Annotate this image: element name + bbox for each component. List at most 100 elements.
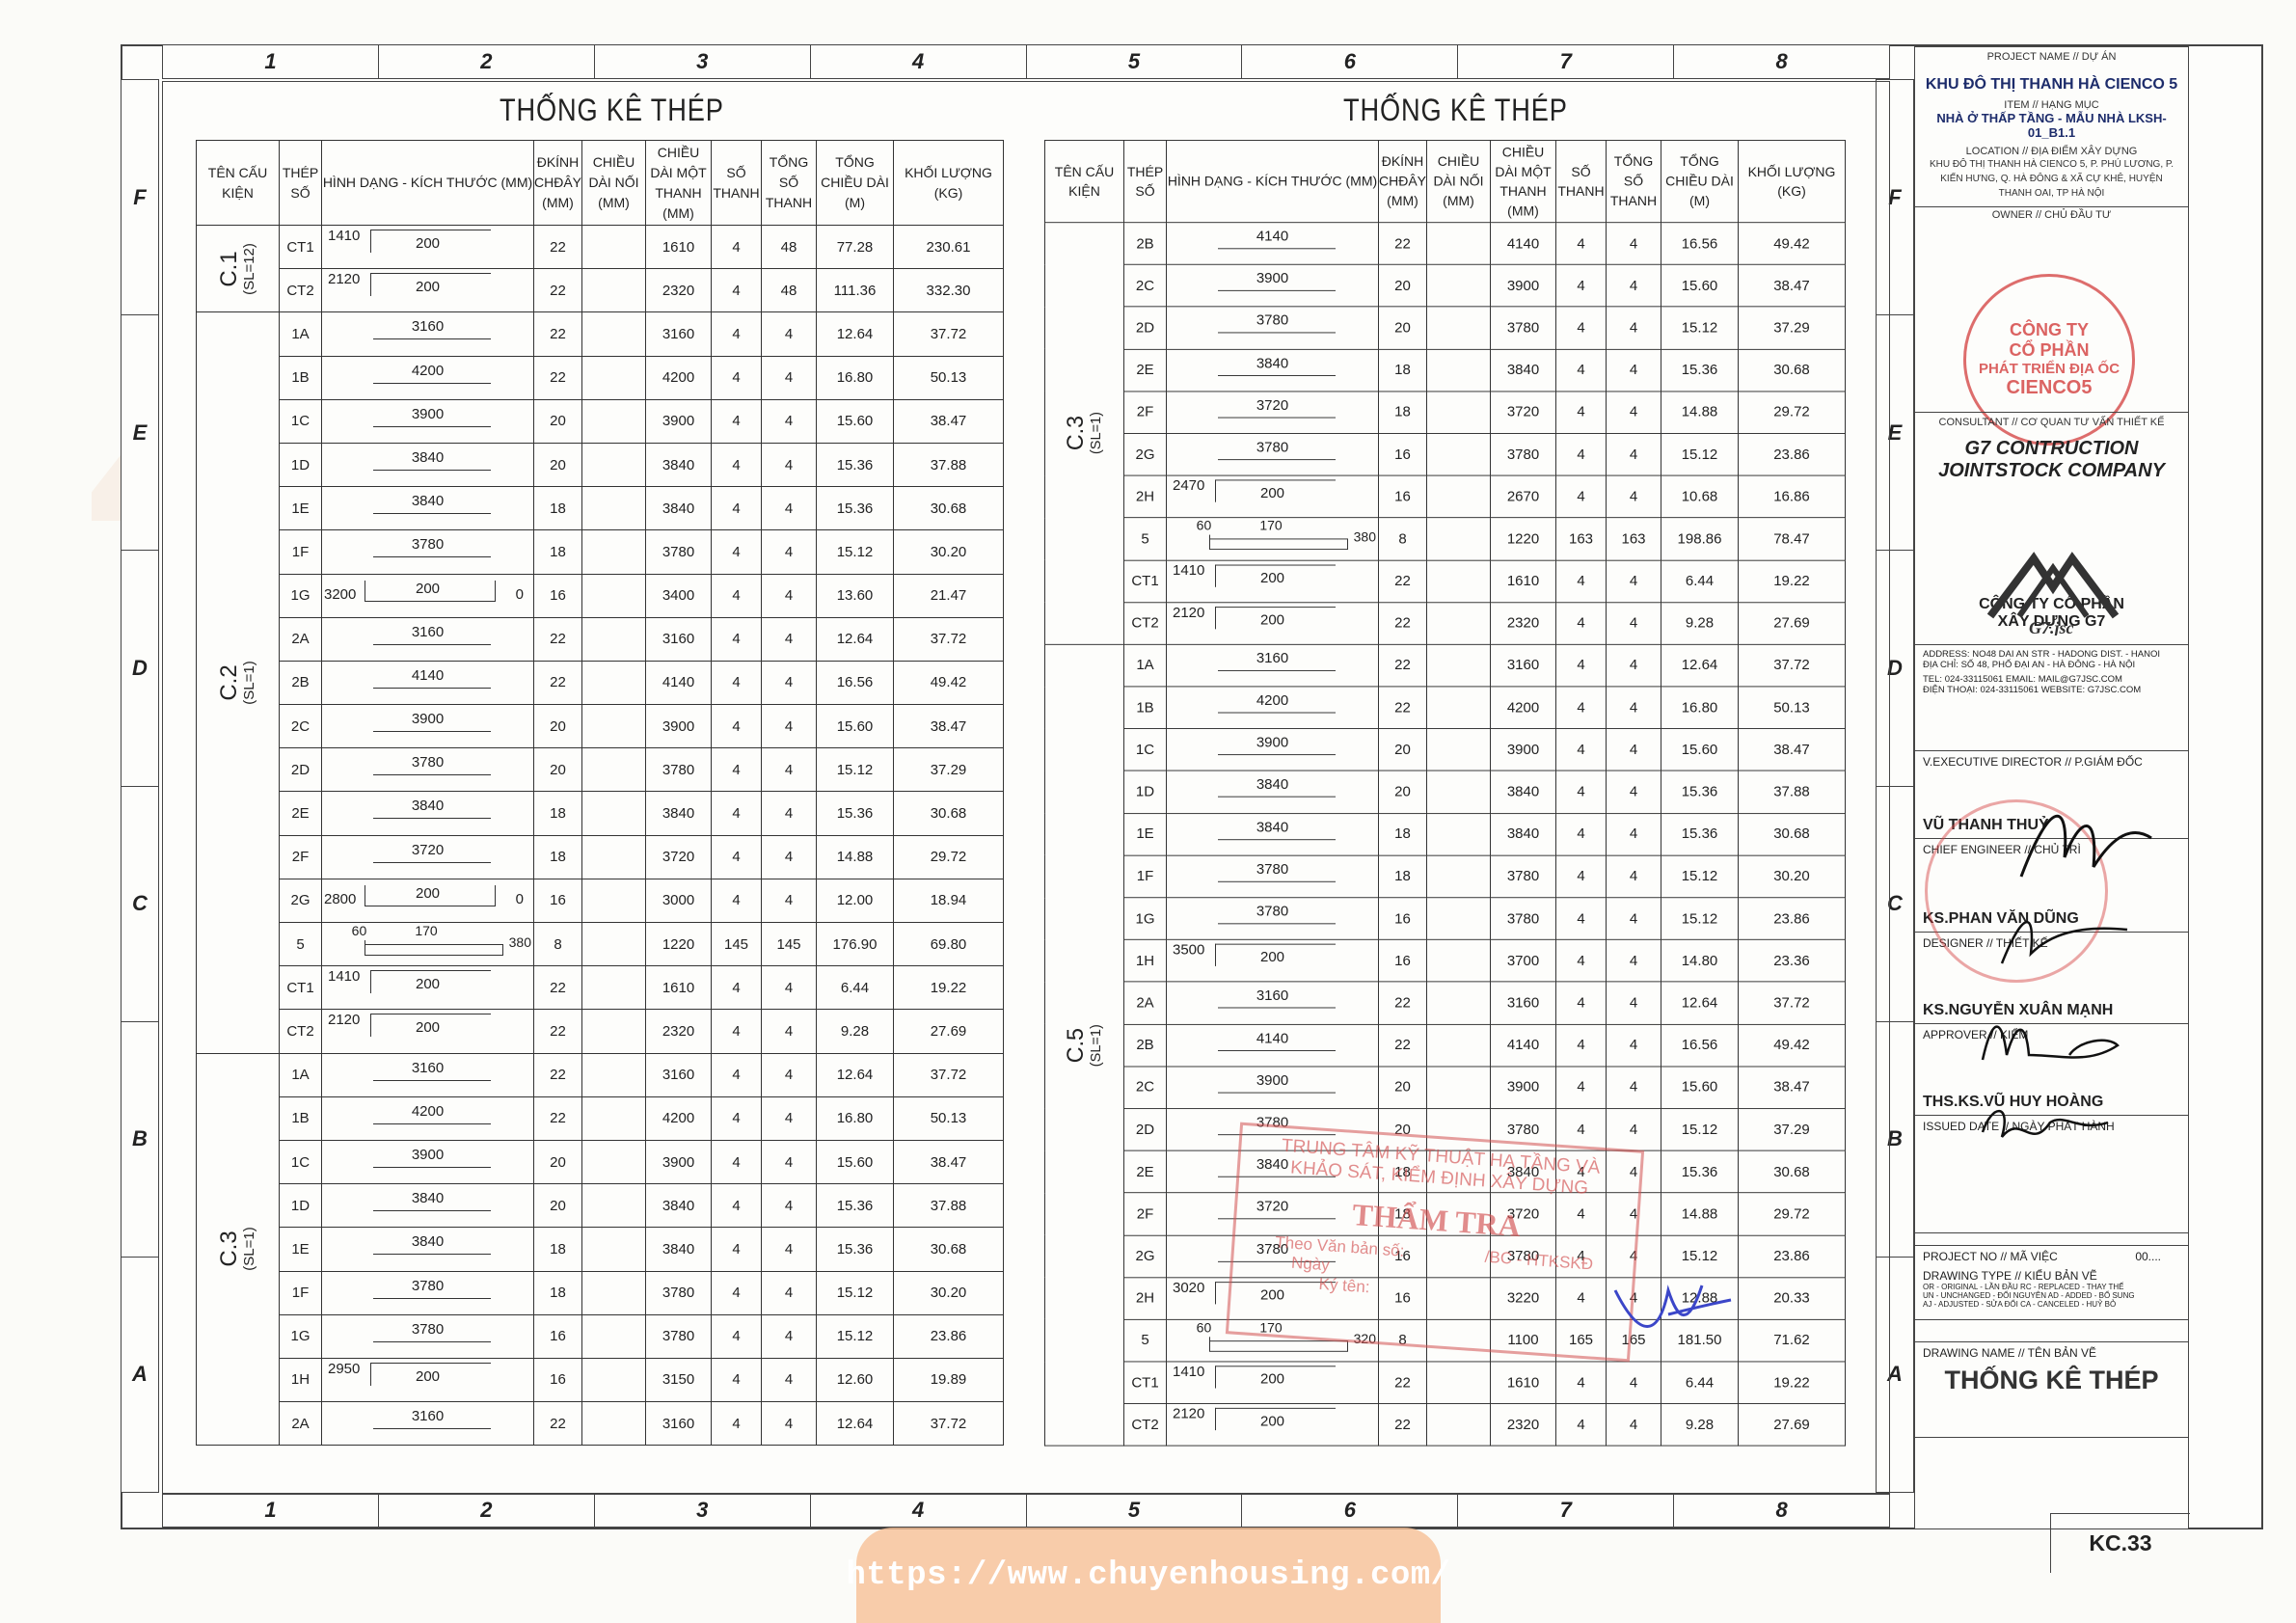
bar-weight: 23.86	[1738, 1234, 1846, 1278]
bar-join-length	[581, 311, 646, 357]
bar-number: CT1	[279, 965, 322, 1011]
grid-row-label: C	[122, 787, 158, 1022]
element-quantity: (SL=12)	[240, 242, 257, 295]
projno-section: PROJECT NO // MÃ VIỆC 00.... DRAWING TYP…	[1915, 1245, 2188, 1320]
bar-line	[372, 513, 492, 515]
bar-count: 4	[1555, 1192, 1607, 1236]
bar-total-count: 4	[761, 486, 817, 531]
stirrup-width-label: 170	[1259, 1319, 1283, 1336]
bar-join-length	[1426, 981, 1491, 1025]
website-url[interactable]: https://www.chuyenhousing.com/	[846, 1557, 1451, 1594]
bar-total-length: 16.80	[1661, 686, 1739, 730]
bar-line	[372, 425, 492, 427]
bar-shape-cell: 3900	[1166, 728, 1379, 771]
bar-total-length: 6.44	[816, 965, 894, 1011]
shape-leg-label: 1410	[1173, 562, 1205, 579]
bar-length: 3840	[645, 1227, 712, 1272]
bar-total-length: 15.12	[816, 1313, 894, 1359]
bar-length: 3720	[1490, 1192, 1556, 1236]
bar-join-length	[581, 224, 646, 270]
element-quantity: (SL=1)	[240, 661, 257, 705]
approver-signature	[1981, 1109, 2109, 1138]
item-name: NHÀ Ở THẤP TẦNG - MẪU NHÀ LKSH-01_B1.1	[1936, 111, 2167, 140]
bar-shape-diagram: 3840	[323, 444, 533, 485]
column-header: THÉP SỐ	[1123, 139, 1167, 224]
column-header: TÊN CẤU KIỆN	[196, 140, 280, 226]
website-banner[interactable]: https://www.chuyenhousing.com/	[846, 1528, 1450, 1623]
column-header: TỔNG SỐ THANH	[761, 140, 817, 226]
shape-length-label: 3160	[411, 1059, 445, 1076]
bar-shape-cell: 3160	[1166, 643, 1379, 688]
bar-u-shape	[364, 884, 496, 906]
bar-weight: 19.22	[1738, 559, 1846, 603]
bar-diameter: 16	[533, 878, 582, 924]
bar-length: 3840	[645, 486, 712, 531]
bar-join-length	[581, 660, 646, 706]
bar-number: 1B	[279, 355, 322, 400]
drawtype-line: AJ - ADJUSTED - SỬA ĐỔI CA - CANCELED - …	[1923, 1300, 2117, 1309]
bar-total-count: 4	[761, 878, 817, 924]
bar-total-count: 4	[761, 355, 817, 400]
owner-stamp-line: CÔNG TY	[2009, 320, 2089, 339]
bar-diameter: 22	[533, 616, 582, 662]
bar-hook	[1215, 1408, 1217, 1431]
column-header: CHIỀU DÀI MỘT THANH (MM)	[1490, 139, 1556, 224]
bar-total-length: 6.44	[1661, 1361, 1739, 1405]
bar-shape-diagram: 3160	[323, 313, 533, 355]
bar-diameter: 18	[533, 529, 582, 575]
bar-length: 3150	[645, 1357, 712, 1403]
bar-count: 4	[711, 1401, 762, 1447]
grid-row-label: A	[132, 1362, 148, 1387]
bar-total-length: 12.60	[816, 1357, 894, 1403]
bar-shape-diagram: 4140	[1168, 1025, 1378, 1066]
shape-length-label: 3160	[411, 318, 445, 336]
bar-number: 2F	[1123, 1192, 1167, 1236]
bar-total-count: 4	[1606, 981, 1661, 1025]
bar-line	[372, 1166, 492, 1168]
bar-diameter: 22	[1378, 1403, 1427, 1447]
shape-length-label: 3720	[1256, 396, 1289, 414]
bar-weight: 27.69	[1738, 601, 1846, 645]
bar-total-count: 4	[1606, 897, 1661, 940]
bar-total-length: 15.36	[1661, 348, 1739, 392]
column-header: CHIỀU DÀI MỘT THANH (MM)	[645, 140, 712, 226]
bar-join-length	[581, 529, 646, 575]
bar-diameter: 22	[1378, 1023, 1427, 1068]
bar-shape-diagram: 3900	[323, 1141, 533, 1182]
bar-total-count: 4	[1606, 263, 1661, 308]
bar-line	[372, 643, 492, 645]
stirrup-height-label: 380	[1353, 529, 1376, 545]
bar-total-count: 4	[761, 1096, 817, 1141]
bar-line	[1217, 1218, 1337, 1220]
shape-length-label: 3160	[411, 623, 445, 640]
bar-total-count: 4	[1606, 1192, 1661, 1236]
bar-total-length: 176.90	[816, 921, 894, 967]
bar-line	[372, 774, 492, 776]
bar-weight: 50.13	[1738, 686, 1846, 730]
grid-row-label: B	[122, 1022, 158, 1258]
element-group-label: C.1(SL=12)	[216, 242, 258, 295]
bar-shape-cell: 3840	[321, 442, 534, 488]
shape-leg-label: 2950	[328, 1360, 361, 1377]
bar-total-length: 12.64	[816, 1401, 894, 1447]
item-label: ITEM // HẠNG MỤC	[2004, 99, 2099, 111]
bar-diameter: 16	[533, 1313, 582, 1359]
bar-count: 4	[711, 1009, 762, 1054]
bar-length: 3840	[1490, 348, 1556, 392]
grid-row-label: D	[122, 551, 158, 787]
bar-weight: 37.72	[1738, 981, 1846, 1025]
bar-hook	[1215, 479, 1217, 502]
bar-diameter: 16	[1378, 897, 1427, 940]
shape-length-label: 200	[415, 279, 441, 296]
review-signature	[1613, 1285, 1732, 1328]
shape-length-label: 3780	[411, 1320, 445, 1338]
